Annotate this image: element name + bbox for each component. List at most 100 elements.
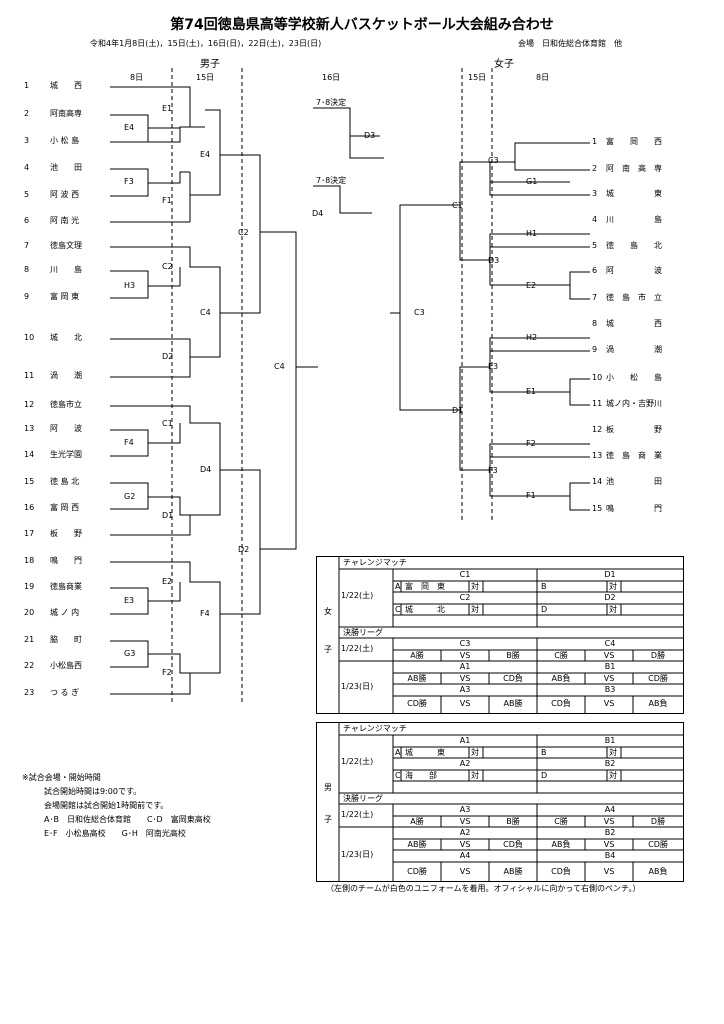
- g-code-F3: F3: [488, 466, 498, 475]
- girls-team-number: 9: [592, 345, 598, 354]
- girls-team-name: 徳 島 市 立: [606, 293, 662, 302]
- boys-team-name: 板 野: [50, 529, 82, 538]
- girls-team-number: 8: [592, 319, 598, 328]
- girls-r1-vs2: 対: [609, 582, 617, 591]
- girls-team-number: 2: [592, 164, 598, 173]
- code-C4: C4: [274, 362, 285, 371]
- girls-side-label-2: 子: [324, 645, 332, 654]
- boys-team-name: 富 岡 東: [50, 292, 80, 301]
- code-C4-r2: C4: [200, 308, 211, 317]
- girls-r5-c3: AB勝: [503, 699, 523, 708]
- boys-team-number: 21: [24, 635, 35, 644]
- code-G3: G3: [124, 649, 136, 658]
- girls-r4-c6: CD勝: [648, 674, 668, 683]
- boys-r4-c5: VS: [603, 840, 615, 849]
- boys-date-2: 1/22(土): [341, 810, 374, 819]
- boys-r2-b: D: [541, 771, 548, 780]
- boys-r2-team: 海 部: [405, 771, 437, 780]
- girls-r5-c4: CD負: [551, 699, 571, 708]
- girls-team-number: 1: [592, 137, 598, 146]
- g-code-F2: F2: [526, 439, 536, 448]
- girls-r4-c3: CD負: [503, 674, 523, 683]
- boys-team-name: 阿 南 光: [50, 216, 80, 225]
- girls-r2-team: 城 北: [405, 605, 445, 614]
- code-F4: F4: [200, 609, 210, 618]
- boys-r1-b: B: [541, 748, 547, 757]
- girls-col-15: 15日: [468, 73, 487, 82]
- boys-r4-c1: AB勝: [407, 840, 427, 849]
- boys-league-label: 決勝リーグ: [343, 794, 383, 803]
- girls-r5-c6: AB負: [648, 699, 668, 708]
- boys-team-number: 5: [24, 190, 30, 199]
- g-code-F1: F1: [526, 491, 536, 500]
- boys-team-number: 23: [24, 688, 35, 697]
- g-code-D1: D1: [452, 406, 464, 415]
- boys-a1: A1: [459, 736, 471, 745]
- girls-heading: 女子: [494, 59, 514, 70]
- girls-team-number: 7: [592, 293, 598, 302]
- boys-team-number: 4: [24, 163, 30, 172]
- girls-team-name: 阿 波: [606, 266, 662, 275]
- boys-team-number: 13: [24, 424, 35, 433]
- boys-team-name: 池 田: [50, 163, 82, 172]
- boys-team-number: 3: [24, 136, 30, 145]
- girls-c3: C3: [459, 639, 471, 648]
- venue: 会場 日和佐総合体育館 他: [518, 39, 622, 48]
- g-code-H1: H1: [526, 229, 538, 238]
- boys-r2-vs: 対: [471, 771, 479, 780]
- girls-b1: B1: [604, 662, 616, 671]
- girls-r2-a: C: [395, 605, 401, 614]
- code-C2: C2: [238, 228, 249, 237]
- boys-team-name: 渦 潮: [50, 371, 82, 380]
- boys-r1-team: 城 東: [405, 748, 445, 757]
- girls-r3-c4: C勝: [554, 651, 568, 660]
- girls-team-number: 11: [592, 399, 603, 408]
- girls-a3: A3: [459, 685, 471, 694]
- boys-r5-c1: CD勝: [407, 867, 427, 876]
- girls-r4-c4: AB負: [551, 674, 571, 683]
- boys-team-number: 8: [24, 265, 30, 274]
- uniform-footnote: （左側のチームが白色のユニフォームを着用。オフィシャルに向かって右側のベンチ。）: [326, 884, 641, 893]
- boys-team-name: 川 島: [50, 265, 82, 274]
- boys-r3-c5: VS: [603, 817, 615, 826]
- boys-team-name: 城 北: [50, 333, 82, 342]
- boys-team-name: 徳島文理: [50, 241, 82, 250]
- boys-team-number: 19: [24, 582, 35, 591]
- code-C2-r1: C2: [162, 262, 173, 271]
- girls-team-number: 13: [592, 451, 603, 460]
- dates: 令和4年1月8日(土)，15日(土)，16日(日)，22日(土)，23日(日): [90, 39, 322, 48]
- boys-team-number: 6: [24, 216, 30, 225]
- girls-r1-a: A: [395, 582, 401, 591]
- boys-final-b4: B4: [604, 851, 616, 860]
- girls-c2: C2: [459, 593, 471, 602]
- girls-league-label: 決勝リーグ: [343, 628, 383, 637]
- boys-r5-c6: AB負: [648, 867, 668, 876]
- boys-team-number: 15: [24, 477, 35, 486]
- code-D4-mid: D4: [312, 209, 324, 218]
- boys-team-number: 14: [24, 450, 35, 459]
- boys-challenge-label: チャレンジマッチ: [343, 724, 407, 733]
- girls-team-number: 15: [592, 504, 603, 513]
- boys-final-a2: A2: [459, 828, 471, 837]
- girls-r5-c1: CD勝: [407, 699, 427, 708]
- boys-r3-c6: D勝: [650, 817, 666, 826]
- girls-team-name: 徳 島 商 業: [606, 451, 662, 460]
- boys-r3-c2: VS: [459, 817, 471, 826]
- placement-label-1: 7･8決定: [316, 98, 347, 107]
- girls-r1-vs: 対: [471, 582, 479, 591]
- girls-team-name: 阿 南 高 専: [606, 164, 662, 173]
- code-E4: E4: [200, 150, 211, 159]
- girls-schedule-table: 女 子 チャレンジマッチ 1/22(土) C1 D1 A 富 岡 東 対 B 対…: [316, 556, 684, 714]
- boys-r2-a: C: [395, 771, 401, 780]
- girls-r3-c6: D勝: [650, 651, 666, 660]
- boys-team-name: 富 岡 西: [50, 503, 80, 512]
- boys-r5-c4: CD負: [551, 867, 571, 876]
- g-code-D3: D3: [488, 256, 500, 265]
- page-title: 第74回徳島県高等学校新人バスケットボール大会組み合わせ: [170, 17, 554, 33]
- girls-a1: A1: [459, 662, 471, 671]
- boys-r3-c3: B勝: [506, 817, 520, 826]
- code-F2: F2: [162, 668, 172, 677]
- boys-team-number: 18: [24, 556, 35, 565]
- boys-team-number: 2: [24, 109, 30, 118]
